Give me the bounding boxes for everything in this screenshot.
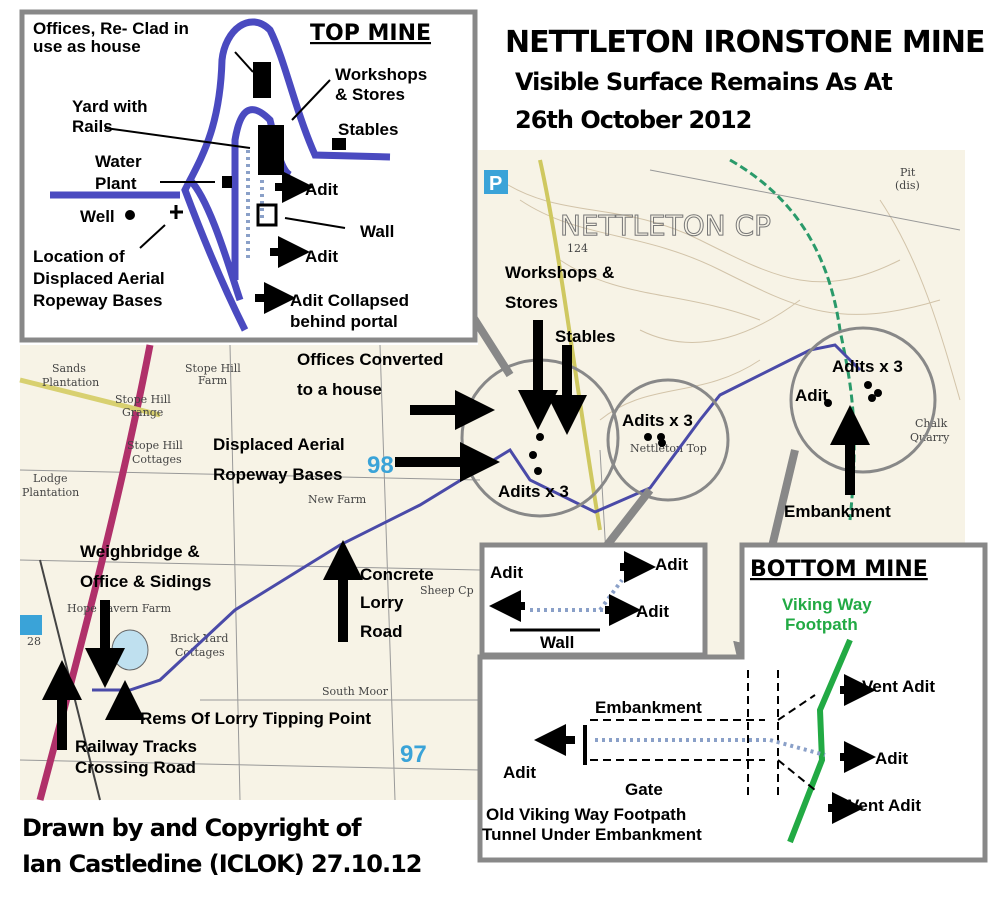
- map-label: Well: [80, 207, 115, 226]
- map-label: Offices Converted: [297, 350, 443, 369]
- map-label: Yard with: [72, 97, 148, 116]
- map-label: Pit: [900, 166, 916, 179]
- map-label: Adits x 3: [832, 357, 903, 376]
- map-label: to a house: [297, 380, 382, 399]
- map-label: Stope Hill: [185, 362, 241, 375]
- map-label: Plantation: [42, 376, 99, 389]
- map-label: Crossing Road: [75, 758, 196, 777]
- map-label: Rems Of Lorry Tipping Point: [140, 709, 371, 728]
- map-label: 26th October 2012: [515, 106, 751, 134]
- map-label: 124: [567, 242, 588, 255]
- black-arrows: [42, 320, 870, 750]
- map-label: Weighbridge &: [80, 542, 200, 561]
- map-label: Workshops: [335, 65, 427, 84]
- map-label: (dis): [895, 179, 920, 192]
- map-label: Adit: [636, 602, 669, 621]
- map-label: Tunnel Under Embankment: [482, 825, 702, 844]
- map-label: & Stores: [335, 85, 405, 104]
- map-label: Plant: [95, 174, 137, 193]
- map-label: Quarry: [910, 431, 950, 444]
- map-label: Workshops &: [505, 263, 614, 282]
- map-label: Adit: [795, 386, 828, 405]
- map-label: Wall: [540, 633, 574, 652]
- map-label: Railway Tracks: [75, 737, 197, 756]
- map-label: Lodge: [33, 472, 68, 485]
- bottom-mine-inset: BOTTOM MINE Viking Way Footpath Vent Adi…: [477, 542, 988, 863]
- map-label: Viking Way: [782, 595, 872, 614]
- map-label: Sands: [52, 362, 86, 375]
- map-label: Adit: [875, 749, 908, 768]
- map-label: Displaced Aerial: [213, 435, 345, 454]
- map-label: Ropeway Bases: [213, 465, 342, 484]
- map-label: use as house: [33, 37, 141, 56]
- map-label: Lorry: [360, 593, 404, 612]
- map-label: Adits x 3: [622, 411, 693, 430]
- map-label: Stables: [338, 120, 398, 139]
- credits: Drawn by and Copyright of Ian Castledine…: [22, 814, 422, 878]
- map-label: Ian Castledine (ICLOK) 27.10.12: [22, 850, 421, 878]
- adits-inset: Adit Adit Adit Wall: [479, 542, 708, 658]
- map-label: Plantation: [22, 486, 79, 499]
- map-label: Stope Hill: [115, 393, 171, 406]
- map-label: Drawn by and Copyright of: [22, 814, 362, 842]
- map-label: Office & Sidings: [80, 572, 211, 591]
- place-names: Sands Plantation Stope Hill Farm Stope H…: [22, 166, 950, 768]
- top-mine-inset: TOP MINE Offices, Re- Clad in use as ho: [19, 9, 478, 343]
- map-label: Embankment: [595, 698, 702, 717]
- map-label: Embankment: [784, 502, 891, 521]
- map-label: Adits x 3: [498, 482, 569, 501]
- map-label: Visible Surface Remains As At: [515, 68, 892, 96]
- map-label: 28: [27, 635, 41, 648]
- map-label: Sheep Cp: [420, 584, 474, 597]
- map-label: Adit Collapsed: [290, 291, 409, 310]
- map-label: Location of: [33, 247, 125, 266]
- map-label: Road: [360, 622, 403, 641]
- map-label: Adit: [503, 763, 536, 782]
- map-label: Vent Adit: [848, 796, 921, 815]
- map-label: Concrete: [360, 565, 434, 584]
- map-label: Adit: [655, 555, 688, 574]
- parking-icon: P: [489, 173, 502, 195]
- map-label: Hope Tavern Farm: [67, 602, 172, 615]
- map-label: Vent Adit: [862, 677, 935, 696]
- map-label: South Moor: [322, 685, 389, 698]
- map-label: Offices, Re- Clad in: [33, 19, 189, 38]
- map-label: Brick Yard: [170, 632, 228, 645]
- beck-stream: [729, 158, 856, 521]
- map-label: Adit: [305, 247, 338, 266]
- grid-number: 98: [367, 452, 394, 479]
- map-label: Cottages: [132, 453, 182, 466]
- map-label: Wall: [360, 222, 394, 241]
- page-title: NETTLETON IRONSTONE MINE: [505, 25, 984, 60]
- map-label: Rails: [72, 117, 113, 136]
- map-label: Displaced Aerial: [33, 269, 165, 288]
- title-block: NETTLETON IRONSTONE MINE Visible Surface…: [505, 25, 985, 134]
- map-label: New Farm: [308, 493, 367, 506]
- map-annotations: Workshops & Stores Stables Offices Conve…: [75, 263, 903, 777]
- map-label: Footpath: [785, 615, 858, 634]
- viking-way-footpath: [787, 638, 853, 844]
- map-label: Stables: [555, 327, 615, 346]
- map-label: Grange: [122, 406, 163, 419]
- map-label: Water: [95, 152, 142, 171]
- map-label: Gate: [625, 780, 663, 799]
- map-label: Adit: [490, 563, 523, 582]
- map-label: NETTLETON CP: [560, 209, 771, 242]
- map-label: Old Viking Way Footpath: [486, 805, 686, 824]
- map-label: behind portal: [290, 312, 398, 331]
- map-label: Stope Hill: [127, 439, 183, 452]
- top-mine-heading: TOP MINE: [310, 21, 431, 46]
- lorry-route: [92, 343, 862, 692]
- bottom-mine-heading: BOTTOM MINE: [750, 557, 928, 582]
- grid-number: 97: [400, 741, 427, 768]
- map-label: Ropeway Bases: [33, 291, 162, 310]
- map-label: Stores: [505, 293, 558, 312]
- map-label: Farm: [198, 374, 228, 387]
- map-label: Adit: [305, 180, 338, 199]
- map-label: Nettleton Top: [630, 442, 707, 455]
